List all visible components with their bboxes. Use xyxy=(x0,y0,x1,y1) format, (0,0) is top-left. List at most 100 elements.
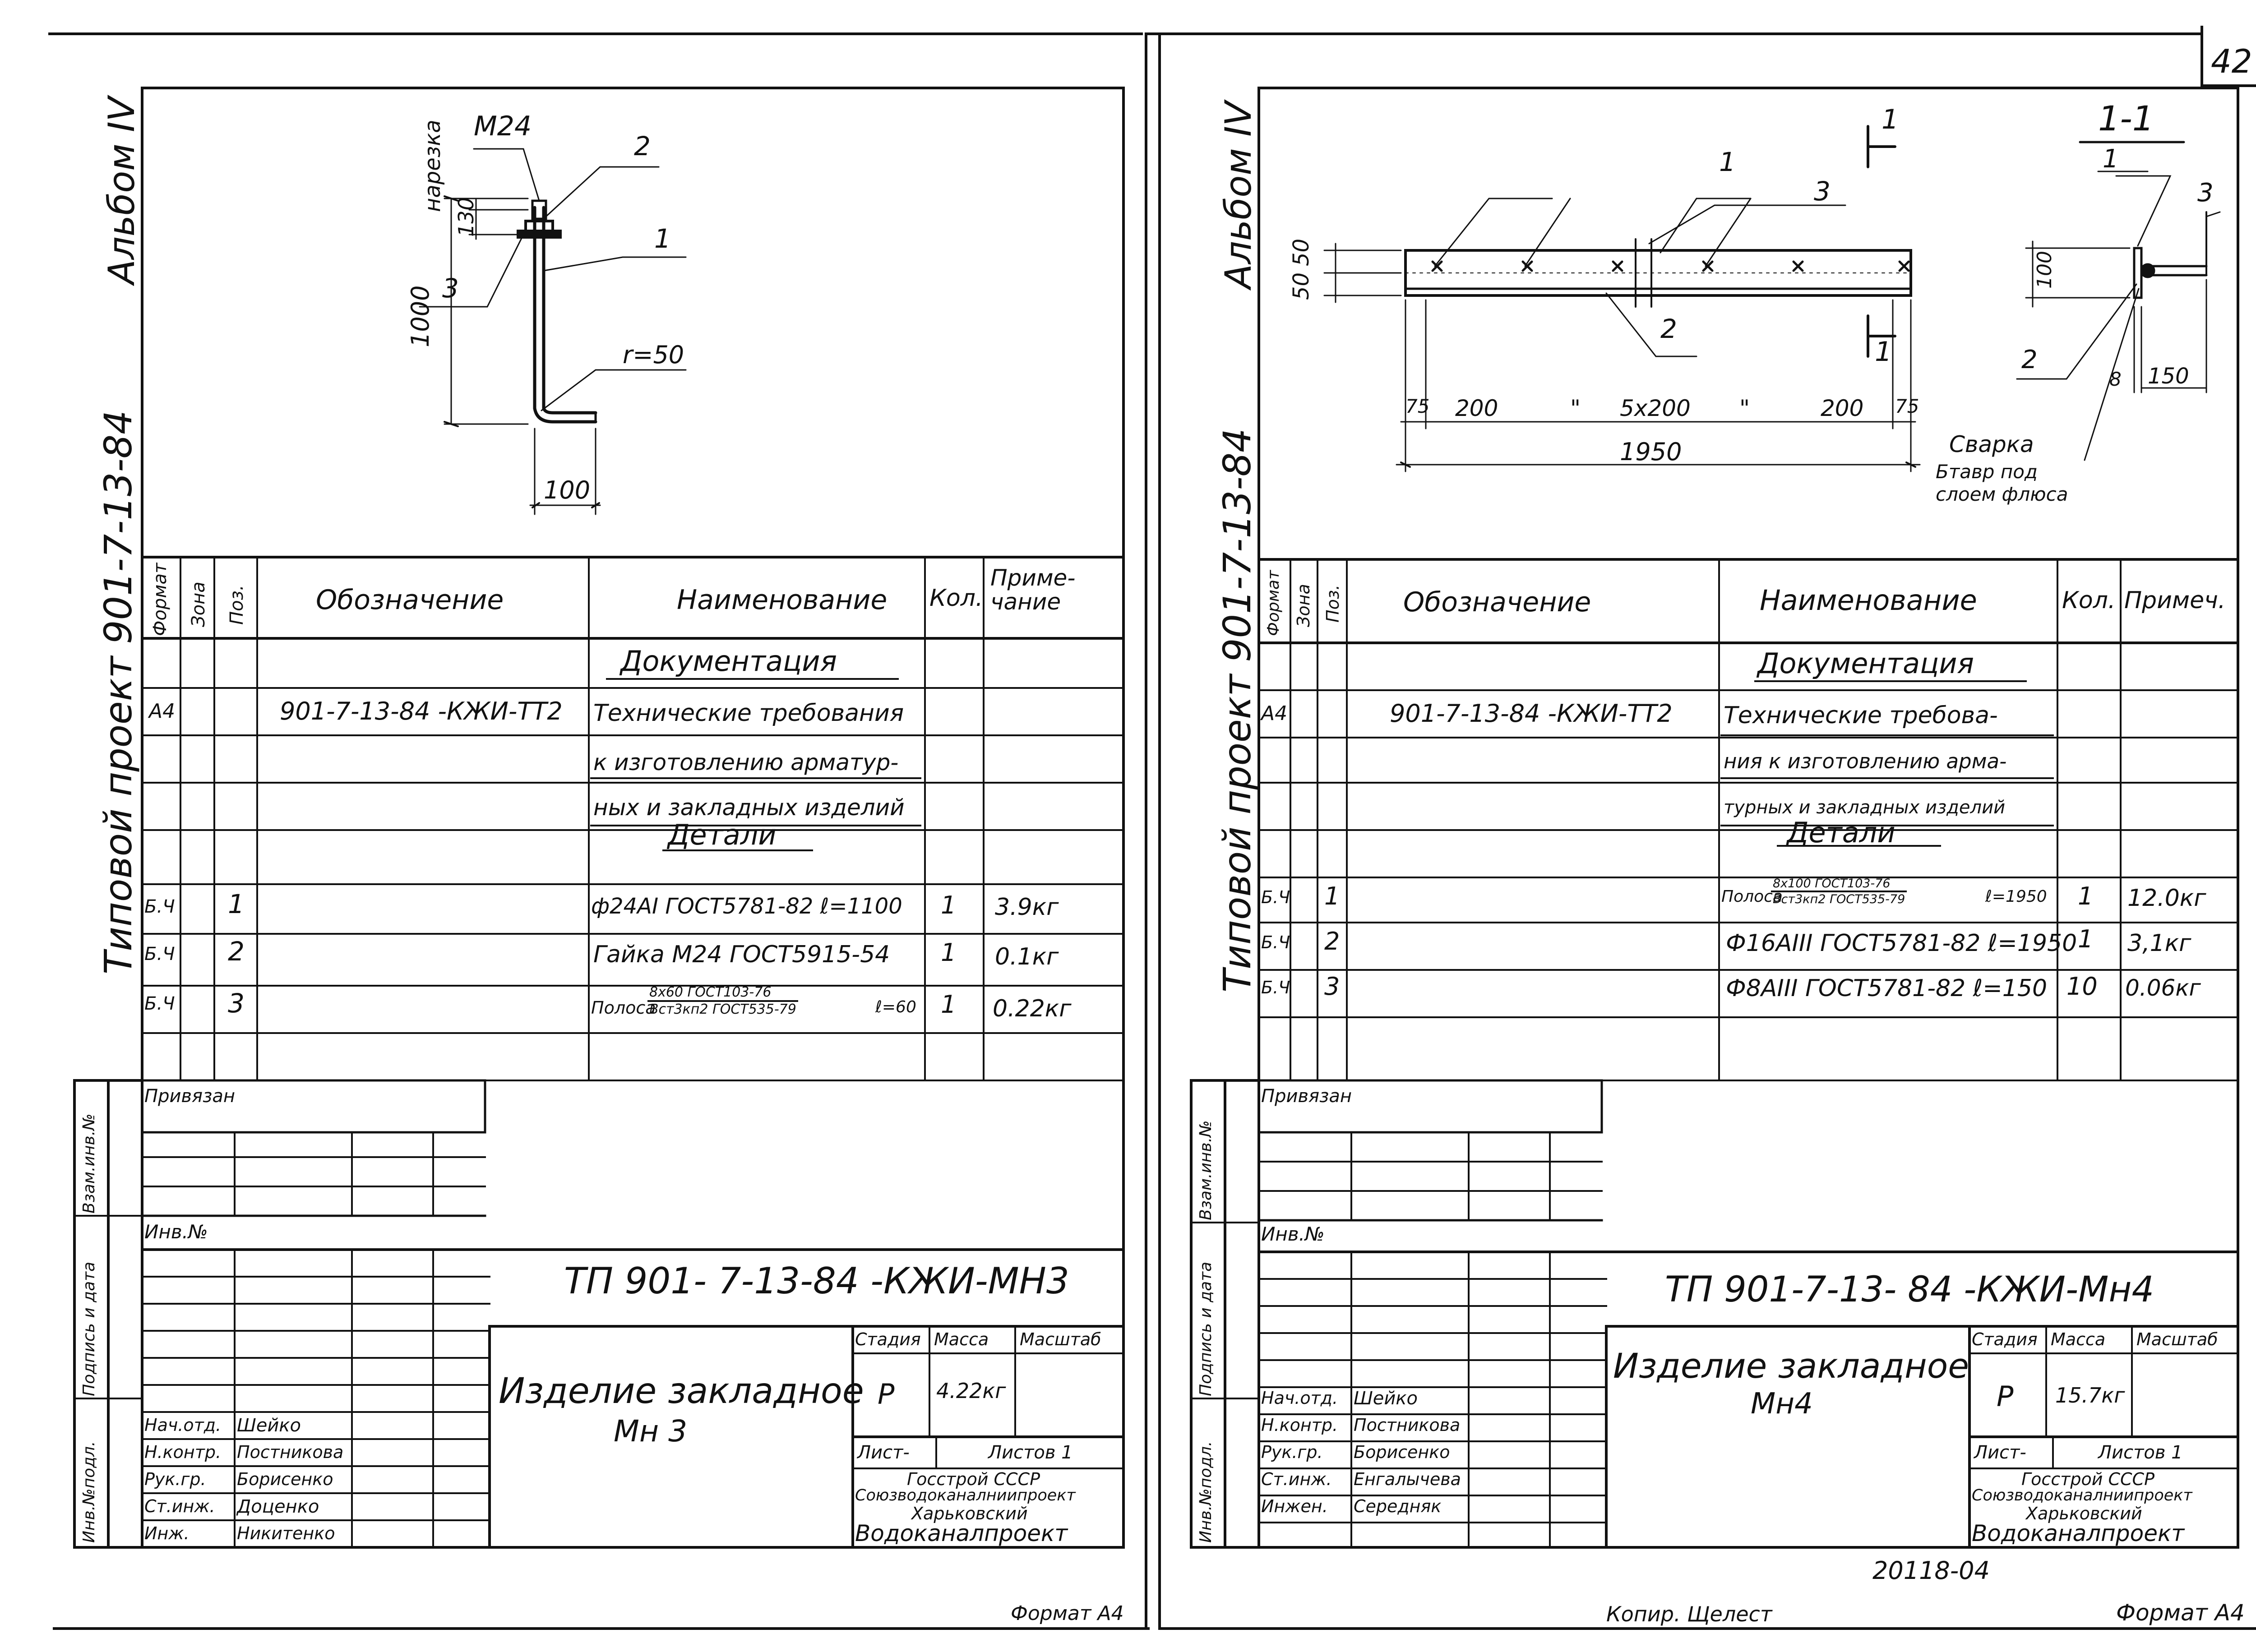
section-mark-bottom: 1 xyxy=(1875,336,1892,368)
r-item-name-line1: Изделие закладное xyxy=(1613,1346,1969,1386)
r-callout-3: 3 xyxy=(1814,176,1831,207)
scale-label: Масштаб xyxy=(1020,1329,1101,1349)
doc-line-1: Технические требования xyxy=(593,700,904,727)
dim-150: 150 xyxy=(2148,364,2189,389)
r-item-name-line2: Мн4 xyxy=(1751,1387,1813,1421)
row3-note: 0.22кг xyxy=(993,995,1072,1022)
row2-name: Гайка М24 ГОСТ5915-54 xyxy=(593,941,890,968)
row1-qty: 1 xyxy=(941,891,957,919)
callout-3: 3 xyxy=(442,273,459,304)
r-doc-code: 901-7-13-84 -КЖИ-ТТ2 xyxy=(1390,699,1673,728)
dim-8: 8 xyxy=(2109,368,2122,390)
r-stage-value: Р xyxy=(1997,1380,2014,1413)
archive-number: 20118-04 xyxy=(1872,1556,1990,1585)
sheet-label: Лист- xyxy=(857,1442,910,1463)
dim-75-right: 75 xyxy=(1895,395,1919,417)
r-row1-name-den: Вст3кп2 ГОСТ535-79 xyxy=(1773,892,1905,906)
spec-header-note: Приме-чание xyxy=(990,565,1076,615)
r-row1-qty: 1 xyxy=(2078,882,2094,910)
row3-name-fraction: 8x60 ГОСТ103-76 Вст3кп2 ГОСТ535-79 xyxy=(647,986,798,1016)
dim-radius: r=50 xyxy=(623,341,684,369)
r-doc-format: А4 xyxy=(1261,702,1288,725)
r-doc-line-2: ния к изготовлению арма- xyxy=(1724,749,2007,773)
row3-pos: 3 xyxy=(228,988,245,1019)
r-mass-label: Масса xyxy=(2051,1329,2106,1349)
row2-qty: 1 xyxy=(941,938,957,967)
ditto-right: " xyxy=(1739,395,1750,421)
r-spec-header-qty: Кол. xyxy=(2062,587,2116,614)
r-row2-note: 3,1кг xyxy=(2127,930,2191,957)
r-doc-code-main: ТП 901-7-13- 84 -КЖИ-Мн4 xyxy=(1665,1269,2154,1310)
dim-130: 130 xyxy=(454,197,478,237)
sheet-number: 42 xyxy=(2211,42,2252,80)
stage-value: Р xyxy=(878,1378,895,1411)
dim-1000: 1000 xyxy=(406,285,435,347)
side-label-replace-inv: Взам.инв.№ xyxy=(80,1113,98,1214)
r-row2-format: Б.Ч xyxy=(1261,932,1290,952)
r-row3-pos: 3 xyxy=(1324,972,1340,1001)
dim-200-left: 200 xyxy=(1455,395,1498,421)
s-callout-1: 1 xyxy=(2103,144,2119,174)
weld-note-2: Бтавр под xyxy=(1936,461,2038,483)
r-row3-note: 0.06кг xyxy=(2125,975,2201,1001)
doc-format: А4 xyxy=(149,700,176,723)
r-doc-line-3: турных и закладных изделий xyxy=(1724,797,2006,818)
row1-name: ф24АI ГОСТ5781-82 ℓ=1100 xyxy=(591,894,902,919)
r-side-label-signature: Подпись и дата xyxy=(1197,1261,1215,1396)
r-staff-role-4: Ст.инж. xyxy=(1261,1469,1332,1489)
r-doc-line-1: Технические требова- xyxy=(1724,702,1998,729)
r-scale-label: Масштаб xyxy=(2136,1329,2218,1349)
row3-name-suffix: ℓ=60 xyxy=(875,998,916,1016)
r-inv-no-label: Инв.№ xyxy=(1261,1223,1325,1245)
r-row2-qty: 1 xyxy=(2078,925,2094,953)
r-callout-1: 1 xyxy=(1719,147,1736,177)
project-label-left: Типовой проект 901-7-13-84 xyxy=(96,410,140,974)
staff-name-5: Никитенко xyxy=(237,1523,335,1543)
r-org-line2: Союзводоканалниипроект xyxy=(1972,1486,2192,1504)
staff-role-4: Ст.инж. xyxy=(144,1496,215,1516)
r-callout-2: 2 xyxy=(1660,314,1677,344)
r-row3-format: Б.Ч xyxy=(1261,978,1290,997)
thread-note-label: нарезка xyxy=(420,120,445,212)
r-spec-header-note: Примеч. xyxy=(2124,587,2226,614)
r-sheet-label: Лист- xyxy=(1974,1442,2026,1463)
org-line1: Госстрой СССР xyxy=(907,1469,1040,1489)
r-org-line1: Госстрой СССР xyxy=(2021,1469,2155,1489)
ditto-left: " xyxy=(1570,395,1581,421)
spec-header-qty: Кол. xyxy=(929,585,983,612)
r-row3-name: Ф8АIII ГОСТ5781-82 ℓ=150 xyxy=(1726,975,2048,1002)
staff-role-2: Н.контр. xyxy=(144,1442,222,1462)
spec-header-name: Наименование xyxy=(677,584,888,616)
stage-label: Стадия xyxy=(855,1329,921,1349)
r-staff-name-3: Борисенко xyxy=(1354,1442,1450,1462)
staff-role-1: Нач.отд. xyxy=(144,1415,222,1435)
org-line4: Водоканалпроект xyxy=(855,1520,1068,1546)
r-side-label-replace-inv: Взам.инв.№ xyxy=(1197,1120,1215,1220)
doc-line-3: ных и закладных изделий xyxy=(593,794,905,821)
row2-pos: 2 xyxy=(228,936,245,967)
r-staff-role-5: Инжен. xyxy=(1261,1496,1328,1516)
format-label-left: Формат А4 xyxy=(1011,1602,1124,1625)
row1-format: Б.Ч xyxy=(144,896,175,917)
row3-name-den: Вст3кп2 ГОСТ535-79 xyxy=(649,1001,796,1017)
dim-200-right: 200 xyxy=(1821,395,1864,421)
r-staff-name-5: Середняк xyxy=(1354,1496,1442,1516)
item-name-line2: Мн 3 xyxy=(614,1414,688,1449)
side-label-orig-inv: Инв.№подл. xyxy=(80,1441,98,1543)
doc-line-2: к изготовлению арматур- xyxy=(593,749,899,775)
callout-2: 2 xyxy=(634,131,651,162)
mass-label: Масса xyxy=(934,1329,989,1349)
org-line3: Харьковский xyxy=(911,1504,1028,1523)
sheets-label: Листов 1 xyxy=(988,1442,1073,1463)
r-staff-name-2: Постникова xyxy=(1354,1415,1461,1435)
section-parts: Детали xyxy=(668,818,777,851)
r-spec-header-name: Наименование xyxy=(1760,584,1977,617)
r-sheets-label: Листов 1 xyxy=(2098,1442,2183,1463)
weld-note-3: слоем флюса xyxy=(1936,483,2068,505)
section-title: 1-1 xyxy=(2098,98,2154,138)
r-staff-role-1: Нач.отд. xyxy=(1261,1388,1338,1408)
r-org-line3: Харьковский xyxy=(2026,1504,2142,1523)
side-label-signature: Подпись и дата xyxy=(80,1261,98,1396)
anchor-bolt-sketch xyxy=(419,148,687,515)
item-name-line1: Изделие закладное xyxy=(499,1371,864,1412)
